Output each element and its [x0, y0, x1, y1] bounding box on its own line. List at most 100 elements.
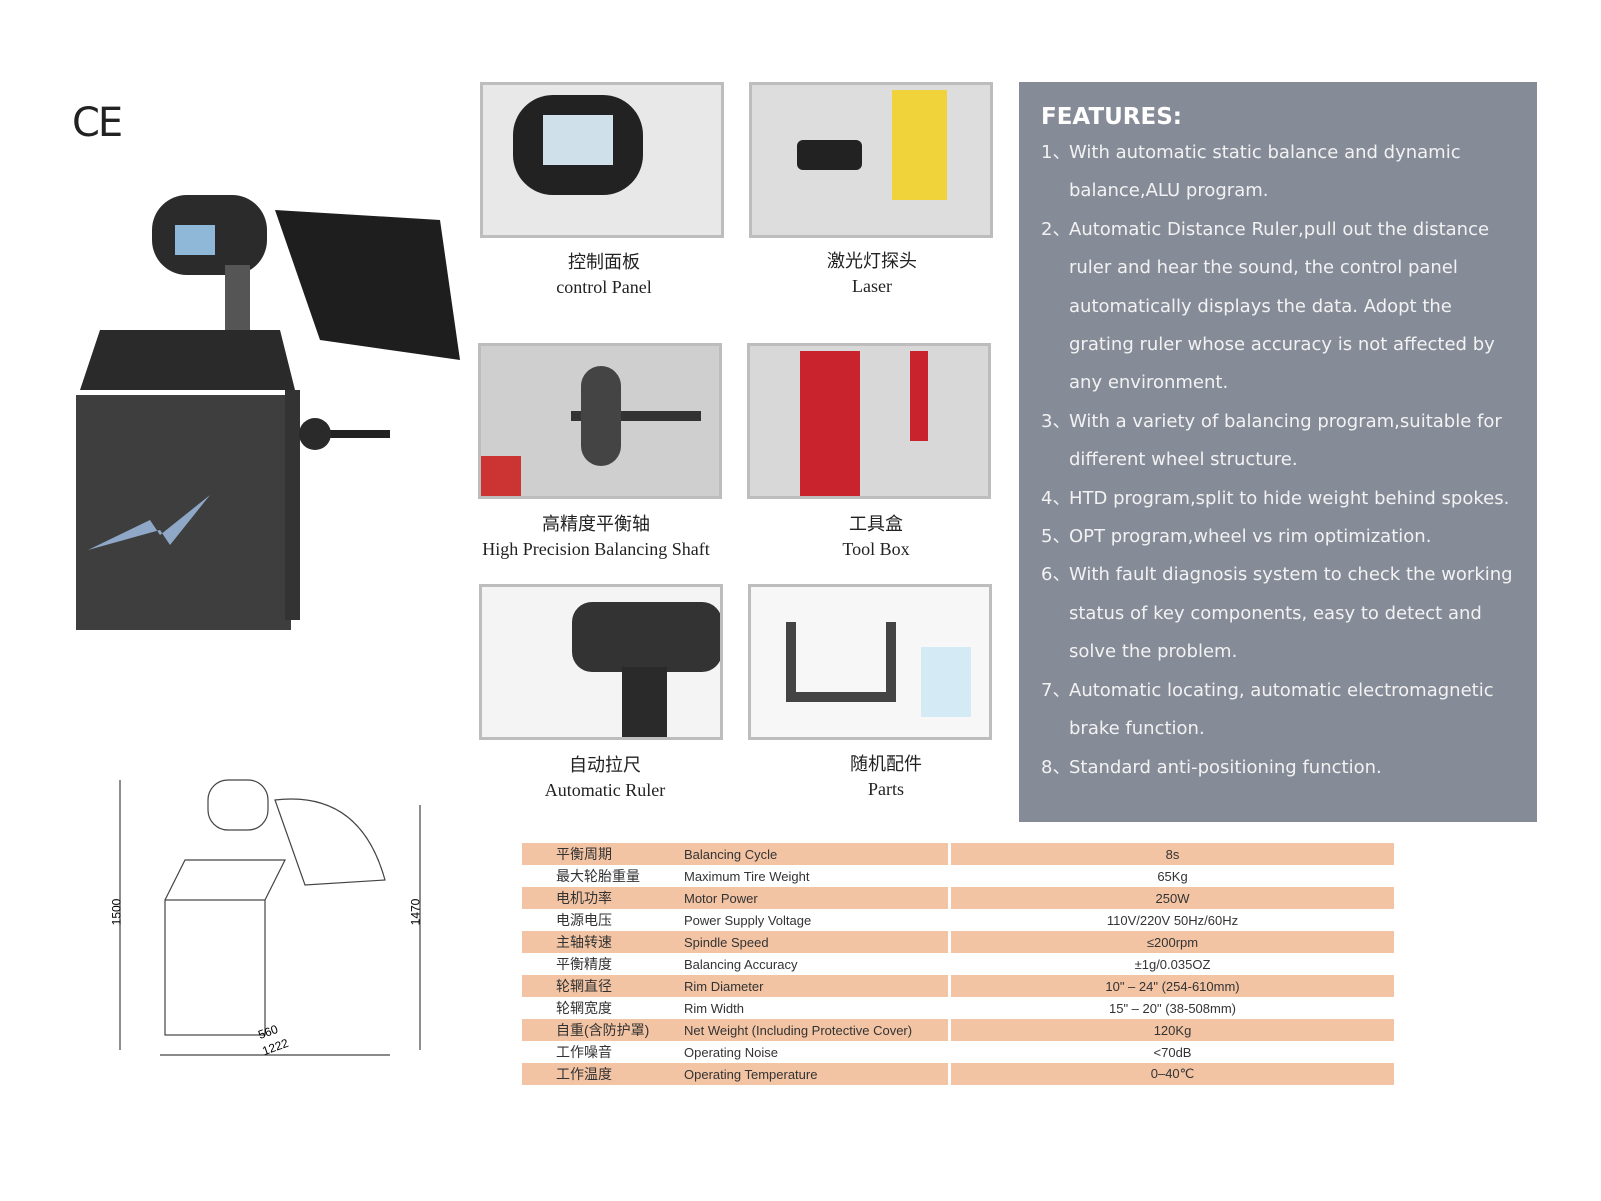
spec-name-cn: 主轴转速: [556, 934, 612, 950]
spec-name-en: Net Weight (Including Protective Cover): [684, 1019, 951, 1041]
feature-text: Automatic locating, automatic electromag…: [1069, 679, 1494, 740]
feature-text: Automatic Distance Ruler,pull out the di…: [1069, 218, 1495, 394]
spec-name-cn: 工作温度: [556, 1066, 612, 1082]
spec-value: ≤200rpm: [1146, 934, 1199, 950]
spec-table: 平衡周期 Balancing Cycle 8s 最大轮胎重量 Maximum Tire …: [522, 843, 1394, 1085]
feature-text: HTD program,split to hide weight behind …: [1069, 487, 1510, 509]
caption-balancing-shaft: 高精度平衡轴 High Precision Balancing Shaft: [446, 512, 746, 562]
spec-name-en: Power Supply Voltage: [684, 909, 951, 931]
spec-row: 电源电压 Power Supply Voltage 110V/220V 50Hz/6…: [522, 909, 1394, 931]
parts-photo: [748, 584, 992, 740]
feature-number: 4、: [1041, 487, 1071, 509]
spec-value: 120Kg: [1153, 1022, 1192, 1038]
spec-name-cn: 自重(含防护罩): [556, 1022, 650, 1038]
spec-value: <70dB: [1153, 1044, 1192, 1060]
feature-number: 7、: [1041, 679, 1071, 701]
caption-en: Tool Box: [842, 539, 910, 559]
feature-item: 5、OPT program,wheel vs rim optimization.: [1041, 518, 1517, 556]
spec-row: 主轴转速 Spindle Speed ≤200rpm: [522, 931, 1394, 953]
caption-en: Automatic Ruler: [544, 780, 666, 800]
features-panel: FEATURES: 1、With automatic static balanc…: [1019, 82, 1537, 822]
spec-row: 工作温度 Operating Temperature 0–40℃: [522, 1063, 1394, 1085]
spec-row: 自重(含防护罩) Net Weight (Including Protective…: [522, 1019, 1394, 1041]
balancing-shaft-photo: [478, 343, 722, 499]
spec-name-cn: 电机功率: [556, 890, 612, 906]
spec-value: 8s: [1165, 846, 1180, 862]
feature-number: 8、: [1041, 756, 1071, 778]
feature-item: 7、Automatic locating, automatic electrom…: [1041, 672, 1517, 749]
caption-cn: 自动拉尺: [569, 755, 641, 775]
caption-control-panel: 控制面板 control Panel: [454, 250, 754, 300]
spec-value: ±1g/0.035OZ: [1134, 956, 1211, 972]
caption-automatic-ruler: 自动拉尺 Automatic Ruler: [455, 753, 755, 803]
spec-name-en: Operating Temperature: [684, 1063, 951, 1085]
caption-tool-box: 工具盒 Tool Box: [726, 512, 1026, 562]
feature-number: 6、: [1041, 564, 1071, 586]
laser-photo: [749, 82, 993, 238]
spec-name-en: Spindle Speed: [684, 931, 951, 953]
spec-value: 0–40℃: [1150, 1066, 1195, 1081]
caption-cn: 激光灯探头: [827, 251, 917, 271]
feature-number: 3、: [1041, 410, 1071, 432]
feature-number: 5、: [1041, 526, 1071, 548]
caption-en: Parts: [868, 779, 904, 799]
caption-en: control Panel: [556, 277, 652, 297]
caption-cn: 高精度平衡轴: [542, 514, 650, 534]
feature-text: With fault diagnosis system to check the…: [1069, 564, 1513, 663]
spec-value: 65Kg: [1157, 868, 1188, 884]
spec-value: 110V/220V 50Hz/60Hz: [1106, 912, 1239, 928]
caption-parts: 随机配件 Parts: [736, 752, 1036, 802]
wheel-balancer-photo: [76, 195, 460, 630]
spec-name-cn: 轮辋宽度: [556, 1000, 612, 1016]
spec-row: 电机功率 Motor Power 250W: [522, 887, 1394, 909]
automatic-ruler-photo: [479, 584, 723, 740]
spec-name-en: Rim Width: [684, 997, 951, 1019]
dim-height-total: 1500: [109, 898, 124, 926]
spec-name-en: Operating Noise: [684, 1041, 951, 1063]
control-panel-photo: [480, 82, 724, 238]
feature-item: 6、With fault diagnosis system to check t…: [1041, 556, 1517, 671]
spec-name-en: Motor Power: [684, 887, 951, 909]
feature-text: Standard anti-positioning function.: [1069, 756, 1382, 778]
feature-number: 1、: [1041, 142, 1071, 163]
feature-item: 2、Automatic Distance Ruler,pull out the …: [1041, 211, 1517, 403]
spec-name-en: Balancing Cycle: [684, 843, 951, 865]
spec-name-cn: 电源电压: [556, 912, 612, 928]
caption-laser: 激光灯探头 Laser: [722, 249, 1022, 299]
spec-row: 平衡精度 Balancing Accuracy ±1g/0.035OZ: [522, 953, 1394, 975]
spec-name-cn: 平衡周期: [556, 846, 612, 862]
spec-name-en: Balancing Accuracy: [684, 953, 951, 975]
spec-value: 250W: [1155, 890, 1190, 906]
spec-name-cn: 轮辋直径: [556, 978, 612, 994]
feature-number: 2、: [1041, 218, 1071, 240]
feature-text: With automatic static balance and dynami…: [1069, 142, 1461, 202]
ce-mark: CE: [72, 100, 123, 146]
spec-value: 10" – 24" (254-610mm): [1105, 978, 1240, 994]
spec-value: 15" – 20" (38-508mm): [1108, 1000, 1236, 1016]
spec-name-en: Rim Diameter: [684, 975, 951, 997]
spec-name-cn: 工作噪音: [556, 1044, 612, 1060]
feature-text: With a variety of balancing program,suit…: [1069, 410, 1502, 471]
caption-en: Laser: [852, 276, 892, 296]
feature-item: 1、With automatic static balance and dyna…: [1041, 134, 1517, 211]
caption-cn: 随机配件: [850, 754, 922, 774]
features-title: FEATURES:: [1041, 104, 1182, 130]
caption-cn: 控制面板: [568, 252, 640, 272]
spec-row: 平衡周期 Balancing Cycle 8s: [522, 843, 1394, 865]
caption-en: High Precision Balancing Shaft: [482, 539, 710, 559]
feature-item: 4、HTD program,split to hide weight behin…: [1041, 480, 1517, 518]
caption-cn: 工具盒: [849, 514, 903, 534]
feature-text: OPT program,wheel vs rim optimization.: [1069, 526, 1432, 548]
feature-item: 8、Standard anti-positioning function.: [1041, 749, 1517, 787]
spec-row: 轮辋宽度 Rim Width 15" – 20" (38-508mm): [522, 997, 1394, 1019]
spec-name-cn: 平衡精度: [556, 956, 612, 972]
spec-name-cn: 最大轮胎重量: [556, 868, 640, 884]
spec-row: 工作噪音 Operating Noise <70dB: [522, 1041, 1394, 1063]
spec-row: 最大轮胎重量 Maximum Tire Weight 65Kg: [522, 865, 1394, 887]
dimension-drawing: [119, 779, 421, 1056]
spec-name-en: Maximum Tire Weight: [684, 865, 951, 887]
spec-row: 轮辋直径 Rim Diameter 10" – 24" (254-610mm): [522, 975, 1394, 997]
tool-box-photo: [747, 343, 991, 499]
dim-height-body: 1470: [408, 898, 423, 926]
